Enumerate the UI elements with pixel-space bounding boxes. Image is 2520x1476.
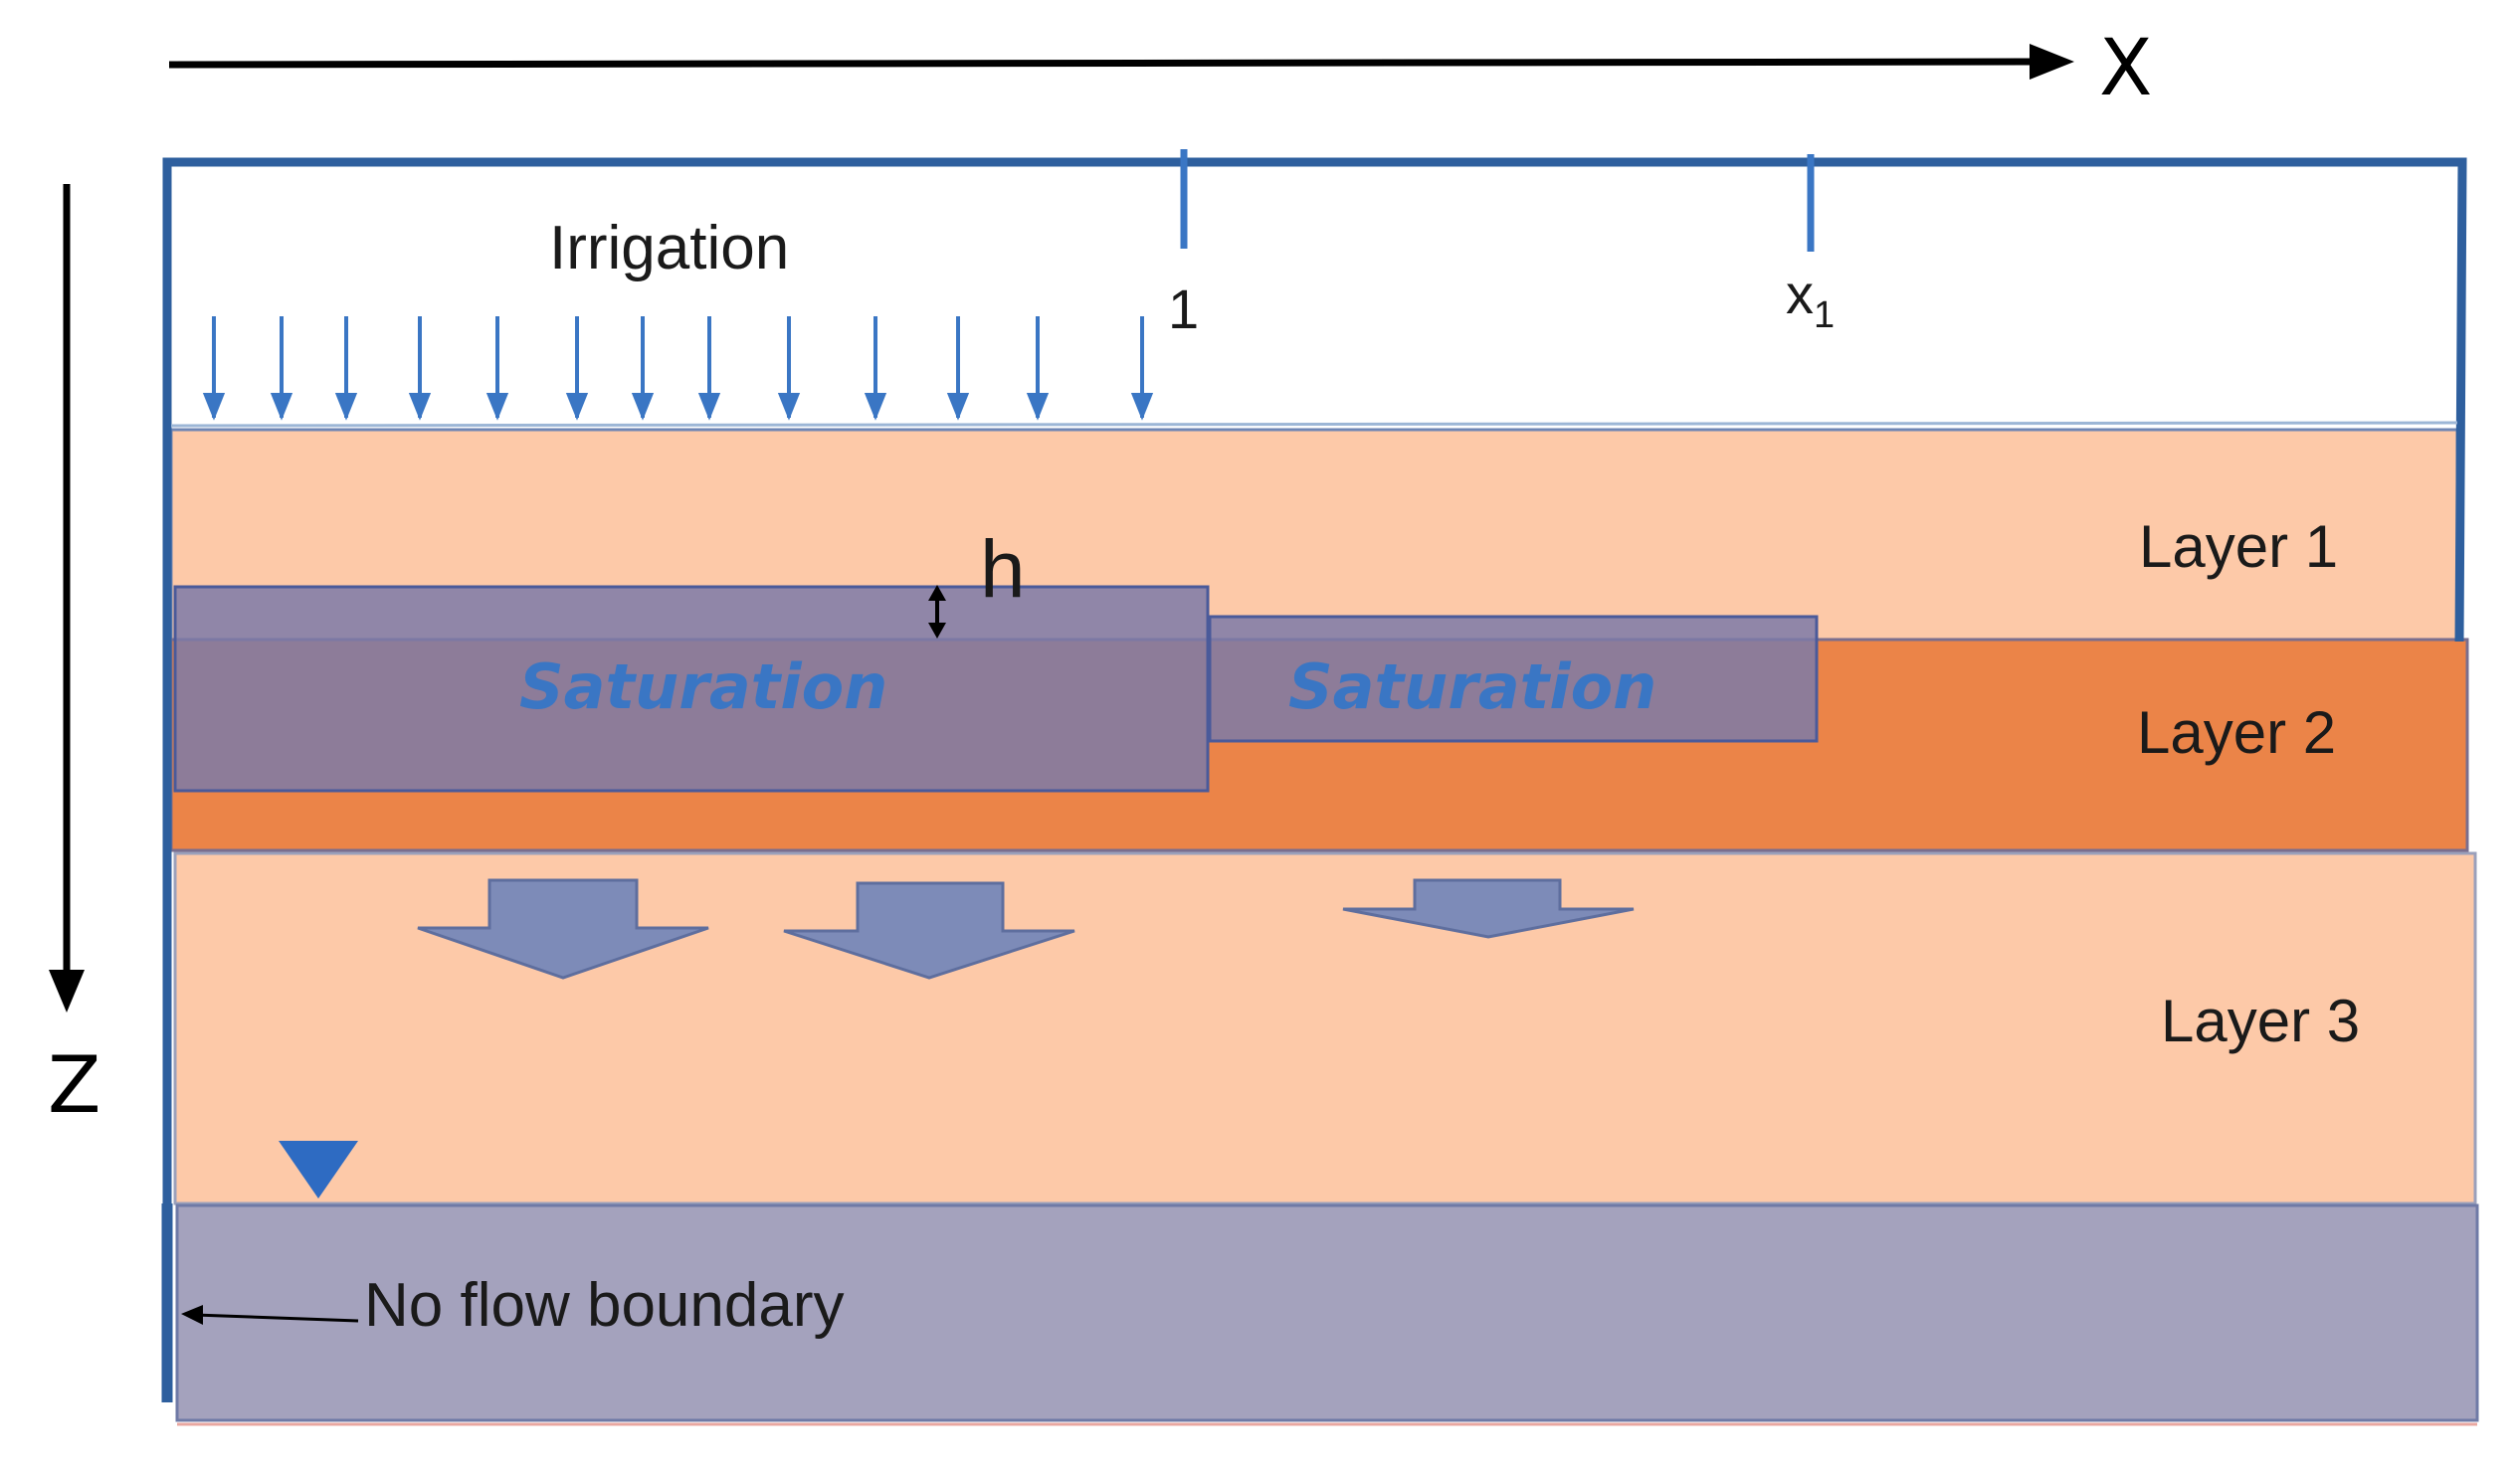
- no-flow-boundary-label: No flow boundary: [364, 1271, 845, 1340]
- tick-1-label: 1: [1168, 277, 1199, 340]
- no-flow-pointer-line: [194, 1313, 359, 1323]
- layer-1-label: Layer 1: [2139, 513, 2338, 580]
- seepage-arrow-2: [783, 881, 1075, 980]
- z-axis-label: Z: [48, 1041, 100, 1131]
- h-label: h: [980, 524, 1026, 615]
- h-indicator: [928, 585, 946, 639]
- water-table-symbol: [279, 1141, 358, 1199]
- z-axis: Z: [48, 184, 100, 1131]
- seepage-arrow-3: [1342, 878, 1635, 939]
- layer-3-label: Layer 3: [2161, 988, 2360, 1054]
- layer-2-label: Layer 2: [2137, 699, 2336, 766]
- saturation-zone-1: [173, 585, 1210, 793]
- x-axis-label: X: [2099, 24, 2152, 113]
- domain-frame: [162, 157, 2467, 1402]
- saturation-label-2: Saturation: [1288, 650, 1656, 723]
- saturation-zone-2: [1208, 615, 1819, 743]
- irrigation-label: Irrigation: [549, 214, 789, 282]
- x-axis: X: [168, 24, 2152, 113]
- no-flow-boundary-band: [175, 1203, 2479, 1422]
- seepage-arrow-1: [417, 878, 709, 980]
- tick-x1-label: x1: [1786, 263, 1835, 336]
- irrigation-arrows: [202, 316, 1154, 421]
- saturation-label-1: Saturation: [519, 650, 887, 723]
